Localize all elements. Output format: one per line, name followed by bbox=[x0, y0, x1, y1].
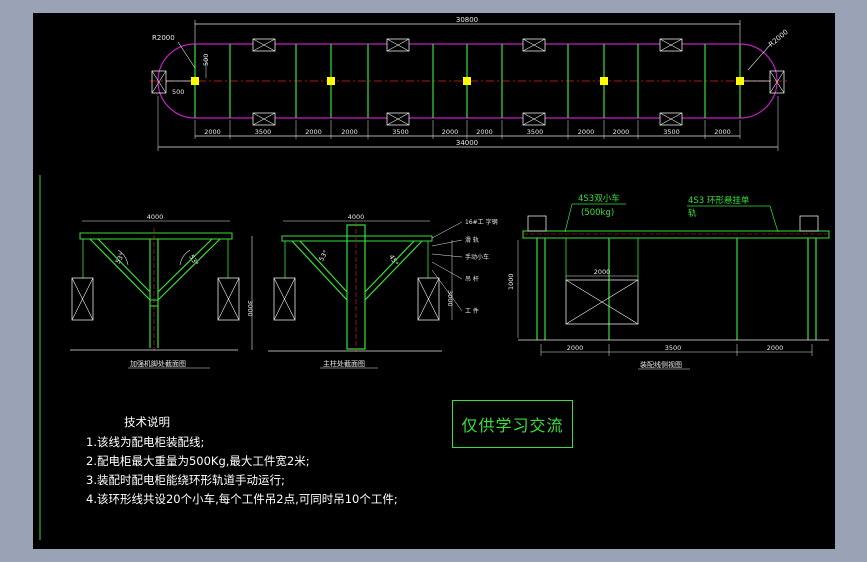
rail-label-2: 轨 bbox=[688, 208, 697, 219]
segment-dim: 2000 bbox=[204, 128, 221, 136]
support-height-dim: 3000 bbox=[246, 300, 254, 317]
side-view-caption: 装配线侧视图 bbox=[640, 360, 682, 369]
column-markers bbox=[191, 77, 744, 85]
trolley-label: 4S3双小车 bbox=[578, 193, 620, 204]
support-width-dim: 4000 bbox=[147, 213, 164, 221]
right-radius-label: R2000 bbox=[767, 28, 790, 49]
plan-workpiece bbox=[252, 112, 276, 126]
note-item-3: 3.装配时配电柜能绕环形轨道手动运行; bbox=[86, 473, 285, 487]
support-angle-right: 53° bbox=[187, 253, 200, 267]
side-bottom-dim-1: 2000 bbox=[567, 344, 584, 352]
segment-dim: 2000 bbox=[578, 128, 595, 136]
overall-width-dim: 30800 bbox=[456, 16, 478, 24]
side-view: 2000 1000 2000 3500 2000 4S3双小车 (500kg) … bbox=[507, 193, 830, 370]
plan-workpiece bbox=[522, 38, 546, 52]
note-item-4: 4.该环形线共设20个小车,每个工件吊2点,可同时吊10个工件; bbox=[86, 492, 398, 506]
callout-leader bbox=[431, 239, 463, 247]
watermark-stamp: 仅供学习交流 bbox=[452, 400, 573, 448]
column-callout: 手动小车 bbox=[465, 253, 489, 261]
callout-leader bbox=[431, 253, 463, 258]
column-callout: 滑 轨 bbox=[465, 236, 479, 244]
support-section-view: 4000 53° 53° 3000 加强机脚处截面图 bbox=[70, 213, 254, 369]
left-radius-label: R2000 bbox=[152, 34, 175, 42]
column-view-caption: 主柱处截面图 bbox=[323, 359, 365, 368]
side-bottom-dim-2: 3500 bbox=[665, 344, 682, 352]
side-workpiece bbox=[565, 279, 639, 325]
side-bottom-dim-3: 2000 bbox=[767, 344, 784, 352]
callout-leader bbox=[431, 261, 463, 280]
callout-leader bbox=[431, 269, 463, 312]
side-part-width-dim: 2000 bbox=[594, 268, 611, 276]
segment-dim: 2000 bbox=[341, 128, 358, 136]
left-offset-dim: 500 bbox=[172, 88, 184, 96]
note-item-1: 1.该线为配电柜装配线; bbox=[86, 435, 205, 449]
plan-view: 30800 R2000 R2000 500 bbox=[150, 16, 790, 151]
segment-dim: 3500 bbox=[392, 128, 409, 136]
plan-workpiece bbox=[522, 112, 546, 126]
segment-dim: 2000 bbox=[613, 128, 630, 136]
segment-dim: 3500 bbox=[527, 128, 544, 136]
note-item-2: 2.配电柜最大重量为500Kg,最大工件宽2米; bbox=[86, 454, 310, 468]
side-height-dim: 1000 bbox=[507, 273, 515, 290]
plan-workpiece bbox=[659, 112, 683, 126]
total-length-dim: 34000 bbox=[456, 139, 478, 147]
plan-workpiece bbox=[659, 38, 683, 52]
plan-workpiece bbox=[386, 38, 410, 52]
callout-leader bbox=[431, 221, 463, 239]
segment-dim: 2000 bbox=[442, 128, 459, 136]
notes-title: 技术说明 bbox=[124, 415, 170, 429]
column-height-dim: 3000 bbox=[446, 290, 454, 307]
support-angle-left: 53° bbox=[114, 251, 127, 265]
column-callout: 工 件 bbox=[465, 307, 479, 315]
column-angle-left: 53° bbox=[317, 249, 330, 263]
segment-dim: 2000 bbox=[714, 128, 731, 136]
column-width-dim: 4000 bbox=[348, 213, 365, 221]
rail-label: 4S3 环形悬挂单 bbox=[688, 195, 750, 206]
column-callout: 吊 杆 bbox=[465, 275, 479, 283]
segment-dim: 3500 bbox=[663, 128, 680, 136]
technical-notes: 技术说明 1.该线为配电柜装配线; 2.配电柜最大重量为500Kg,最大工件宽2… bbox=[86, 413, 398, 509]
support-view-caption: 加强机脚处截面图 bbox=[130, 359, 186, 368]
segment-dim: 2000 bbox=[476, 128, 493, 136]
plan-workpiece bbox=[252, 38, 276, 52]
drawing-sheet bbox=[33, 13, 835, 549]
segment-dim: 2000 bbox=[305, 128, 322, 136]
segment-dim: 3500 bbox=[255, 128, 272, 136]
column-callout: 16#工 字钢 bbox=[465, 218, 498, 226]
trolley-capacity: (500kg) bbox=[581, 208, 614, 218]
plan-workpiece bbox=[386, 112, 410, 126]
